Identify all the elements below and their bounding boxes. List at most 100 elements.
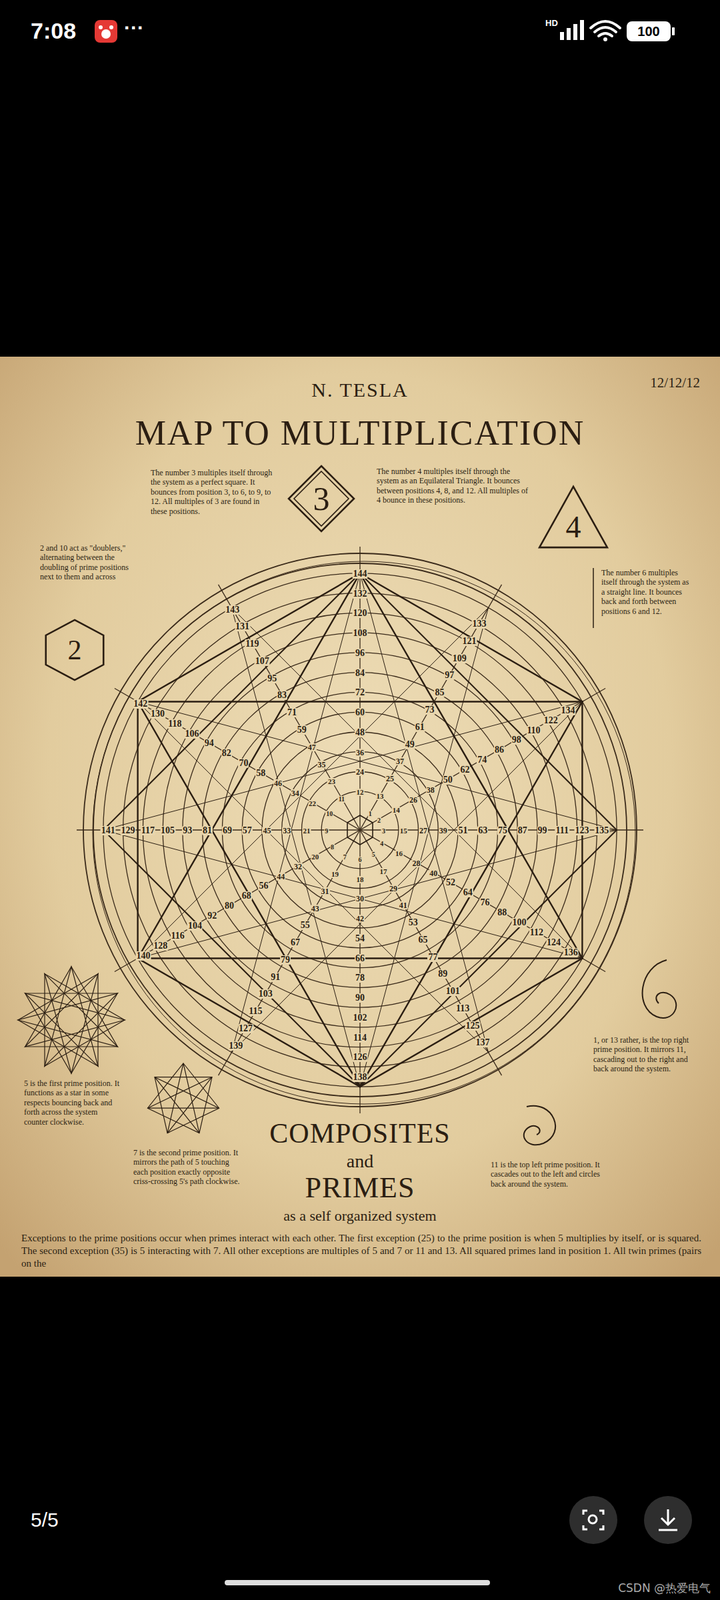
position-number: 15 <box>399 827 408 835</box>
footer-paragraph: Exceptions to the prime positions occur … <box>21 1232 702 1270</box>
text-anchor: 59 <box>296 723 308 736</box>
text-anchor: 96 <box>354 646 366 659</box>
position-number: 51 <box>457 826 468 836</box>
position-number: 96 <box>354 648 366 658</box>
position-number: 137 <box>474 1038 490 1048</box>
badge-number: 2 <box>68 636 82 664</box>
text-anchor: 94 <box>204 736 215 749</box>
position-number: 71 <box>286 708 298 718</box>
text-anchor: 30 <box>355 892 365 904</box>
position-number: 78 <box>354 973 366 983</box>
text-anchor: 77 <box>427 950 438 963</box>
text-anchor: 1 <box>368 806 373 819</box>
text-anchor: 89 <box>437 967 448 980</box>
note-paragraph: 5 is the first prime position. It functi… <box>24 1078 123 1127</box>
text-anchor: 48 <box>354 726 366 738</box>
position-number: 61 <box>414 722 426 732</box>
text-anchor: 5 is the first prime position. It functi… <box>24 1078 123 1127</box>
text-anchor: 49 <box>404 738 416 750</box>
text-anchor: 55 <box>300 918 311 931</box>
position-number: 72 <box>354 688 366 698</box>
text-anchor: 54 <box>354 932 366 944</box>
position-number: 41 <box>398 901 408 910</box>
text-anchor: 18 <box>356 872 365 885</box>
status-time: 7:08 <box>30 19 76 42</box>
note-paragraph: The number 6 multiples itself through th… <box>601 568 692 616</box>
position-number: 48 <box>354 728 366 738</box>
text-anchor: 57 <box>242 824 253 836</box>
position-number: 117 <box>140 826 156 836</box>
text-anchor: 106 <box>184 727 200 740</box>
text-anchor: 115 <box>248 1004 263 1017</box>
position-number: 18 <box>356 876 365 884</box>
status-icons <box>94 20 675 43</box>
text-anchor: 13 <box>376 789 385 802</box>
text-anchor: 2 and 10 act as "doublers," alternating … <box>40 543 135 582</box>
text-anchor: 138 <box>352 1070 368 1083</box>
text-anchor: 1, or 13 rather, is the top right prime … <box>593 1035 695 1074</box>
text-anchor: 113 <box>455 1002 470 1014</box>
position-number: 54 <box>354 934 366 944</box>
text-anchor: 134 <box>560 704 576 716</box>
text-anchor: 25 <box>385 772 395 784</box>
position-number: 93 <box>182 826 193 836</box>
text-anchor: MAP TO MULTIPLICATION <box>135 416 586 451</box>
star-line <box>147 1063 219 1134</box>
position-number: 31 <box>320 887 330 896</box>
text-anchor: 118 <box>167 717 182 730</box>
text-anchor: 69 <box>222 824 233 836</box>
position-number: 110 <box>526 726 541 736</box>
position-number: 44 <box>276 872 286 881</box>
position-number: 12 <box>356 788 365 796</box>
position-number: 140 <box>136 951 152 961</box>
text-anchor: 107 <box>254 654 270 667</box>
text-anchor: 116 <box>170 929 185 942</box>
text-anchor: 92 <box>206 909 218 922</box>
note-paragraph: 2 and 10 act as "doublers," alternating … <box>40 543 135 582</box>
star-line <box>25 993 118 1074</box>
text-anchor: 142 <box>132 697 148 710</box>
position-number: 50 <box>442 775 454 785</box>
position-number: 33 <box>282 826 292 835</box>
text-anchor: 121 <box>462 634 478 647</box>
text-anchor: 29 <box>388 882 398 894</box>
text-anchor: 130 <box>150 707 166 720</box>
position-number: 10 <box>325 810 334 818</box>
text-anchor: 144 <box>352 567 368 580</box>
position-number: 42 <box>355 914 365 923</box>
text-anchor: 5 <box>371 847 376 860</box>
position-number: 25 <box>385 774 395 783</box>
text-anchor: 42 <box>355 912 365 924</box>
text-anchor: 117 <box>140 824 156 836</box>
text-anchor: 6 <box>358 852 363 865</box>
text-anchor: 32 <box>293 860 303 872</box>
poster-title: MAP TO MULTIPLICATION <box>135 416 586 451</box>
text-anchor: COMPOSITES <box>269 1119 450 1148</box>
star-line <box>44 974 125 1067</box>
text-anchor: 58 <box>255 766 266 779</box>
position-number: 123 <box>574 826 590 836</box>
subtitle-line: as a self organized system <box>283 1208 436 1224</box>
note-paragraph: 11 is the top left prime position. It ca… <box>490 1160 611 1189</box>
text-anchor: 136 <box>563 946 579 958</box>
text-anchor: 109 <box>452 652 468 664</box>
text-anchor: 66 <box>354 952 366 964</box>
star-seven <box>147 1063 219 1134</box>
text-anchor: CSDN @热爱电气 <box>618 1582 711 1594</box>
position-number: 37 <box>395 757 405 766</box>
text-anchor: 108 <box>352 626 368 639</box>
text-anchor: 85 <box>434 686 445 698</box>
position-number: 99 <box>537 826 548 836</box>
position-number: 60 <box>354 708 366 718</box>
position-number: 103 <box>258 989 274 999</box>
position-number: 115 <box>248 1006 263 1016</box>
text-anchor: 101 <box>445 984 461 997</box>
text-anchor: 122 <box>543 714 559 726</box>
position-number: 134 <box>560 706 576 716</box>
text-anchor: 14 <box>392 803 401 816</box>
text-anchor: 100 <box>637 24 660 38</box>
position-number: 14 <box>392 806 401 814</box>
position-number: 81 <box>202 826 213 836</box>
